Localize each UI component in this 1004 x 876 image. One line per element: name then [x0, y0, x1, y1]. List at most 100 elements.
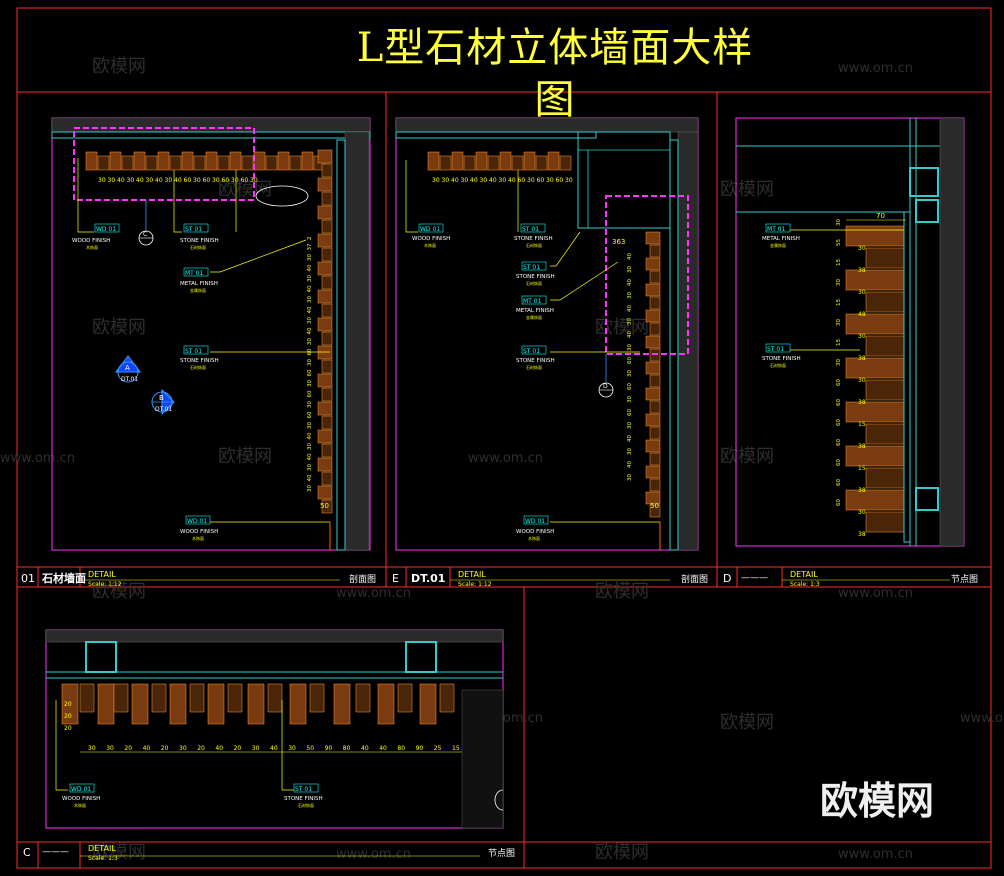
dimension-column: 2373040304030403040306030603060306030403…: [307, 237, 313, 493]
stone-block: [321, 499, 333, 514]
watermark: 欧模网: [595, 581, 649, 602]
dimension-label: 60: [241, 177, 249, 184]
stone-block: [865, 335, 905, 357]
stone-block: [121, 155, 134, 171]
panel-scale: Scale: 1:3: [88, 855, 118, 862]
title-bar-panel-1: 01 石材墙面 DETAIL Scale: 1:12 剖面图: [21, 567, 376, 588]
dimension-label: 38: [858, 443, 866, 450]
svg-text:MT 01: MT 01: [767, 226, 786, 233]
dimension-label: 30: [193, 177, 201, 184]
svg-text:WOOD FINISH: WOOD FINISH: [412, 236, 450, 242]
watermark: 欧模网: [92, 56, 146, 77]
dimension-label: 30: [307, 422, 313, 429]
stone-block: [227, 683, 243, 713]
svg-text:ST 01: ST 01: [185, 226, 202, 233]
stone-block: [645, 309, 661, 323]
dimension-label: 30: [212, 177, 220, 184]
dimension-label: 30: [442, 177, 450, 184]
stone-block: [247, 683, 265, 725]
stone-block: [547, 151, 560, 171]
stone-block: [321, 275, 333, 290]
stone-block: [645, 361, 661, 375]
dimension-label: 60: [836, 479, 842, 486]
svg-text:石材饰面: 石材饰面: [526, 242, 542, 248]
dimension-label: 30: [836, 279, 842, 286]
dimension-label: 30: [88, 745, 96, 752]
stone-block: [205, 151, 218, 171]
stone-block: [535, 155, 548, 171]
material-tag-stone: ST 01 STONE FINISH 石材饰面: [284, 783, 323, 808]
dimension-label: 30: [627, 266, 633, 273]
dimension-label: 80: [343, 745, 351, 752]
watermark: www.om.cn: [838, 61, 913, 76]
material-tag-wood: WD 01 WOOD FINISH 木饰面: [516, 515, 554, 541]
stone-block: [145, 155, 158, 171]
stone-block: [109, 151, 122, 171]
stone-block: [475, 151, 488, 171]
viewport-frame: [45, 629, 504, 829]
stone-block: [559, 155, 572, 171]
watermark-layer: 欧模网 www.om.cn 欧模网 欧模网 欧模网 欧模网 www.om.cn …: [0, 56, 1004, 863]
material-tag-stone: ST 01 STONE FINISH 石材饰面: [514, 223, 553, 248]
material-tag-wood: WD 01 WOOD FINISH 木饰面: [412, 223, 450, 248]
stone-block: [645, 491, 661, 505]
stone-block: [321, 471, 333, 486]
stone-block: [169, 155, 182, 171]
dimension-label: 30: [307, 380, 313, 387]
stone-block: [131, 683, 149, 725]
panel-name: ———: [741, 573, 768, 583]
dimension-label: 40: [451, 177, 459, 184]
dimension-label: 30: [627, 396, 633, 403]
material-tag-stone: ST 01 STONE FINISH 石材饰面: [180, 223, 219, 250]
svg-text:MT 01: MT 01: [523, 298, 542, 305]
dimension-label: 30: [461, 177, 469, 184]
svg-text:木饰面: 木饰面: [86, 244, 98, 250]
stone-block: [649, 400, 661, 414]
dimension-label: 2: [307, 237, 313, 241]
material-tag-stone: ST 01 STONE FINISH 石材饰面: [180, 345, 219, 370]
dimension-label: 30: [858, 289, 866, 296]
watermark: www.om.cn: [838, 847, 913, 862]
stone-block: [317, 485, 333, 500]
stone-block: [317, 401, 333, 416]
svg-text:WOOD FINISH: WOOD FINISH: [516, 529, 554, 535]
svg-text:STONE FINISH: STONE FINISH: [516, 358, 555, 364]
stone-block: [217, 155, 230, 171]
dimension-label: 15: [836, 339, 842, 346]
dimension-label: 30: [288, 745, 296, 752]
dimension-label: 40: [489, 177, 497, 184]
svg-text:石材饰面: 石材饰面: [526, 364, 542, 370]
section-symbol-d: D: [598, 382, 614, 398]
stone-block: [151, 683, 167, 713]
stone-block: [317, 233, 333, 248]
dimension-label: 60: [184, 177, 192, 184]
dimension-label: 20: [124, 745, 132, 752]
svg-text:木饰面: 木饰面: [528, 535, 540, 541]
stone-block: [649, 322, 661, 336]
dimension-label: 30: [307, 275, 313, 282]
svg-text:石材饰面: 石材饰面: [526, 280, 542, 286]
stone-block: [321, 219, 333, 234]
svg-text:WOOD FINISH: WOOD FINISH: [62, 796, 100, 802]
stone-block: [649, 504, 661, 518]
stone-block: [865, 291, 905, 313]
svg-text:STONE FINISH: STONE FINISH: [180, 358, 219, 364]
dimension-label: 40: [136, 177, 144, 184]
title-bar-panel-2: E DT.01 DETAIL Scale: 1:12 剖面图: [392, 567, 708, 588]
stone-block: [649, 374, 661, 388]
stone-strip-top: [427, 151, 572, 171]
stone-block: [649, 478, 661, 492]
dimension-label: 55: [836, 239, 842, 246]
section-symbol-b: B DT.01: [151, 388, 175, 416]
dimension-label: 40: [307, 474, 313, 481]
dimension-label: 15: [836, 259, 842, 266]
stone-block: [499, 151, 512, 171]
dimension-label: 30: [179, 745, 187, 752]
watermark: 欧模网: [92, 581, 146, 602]
svg-text:金属饰面: 金属饰面: [190, 287, 206, 293]
dimension-label: 363: [612, 238, 625, 246]
stone-block: [317, 289, 333, 304]
material-tag-stone: ST 01 STONE FINISH 石材饰面: [516, 345, 555, 370]
